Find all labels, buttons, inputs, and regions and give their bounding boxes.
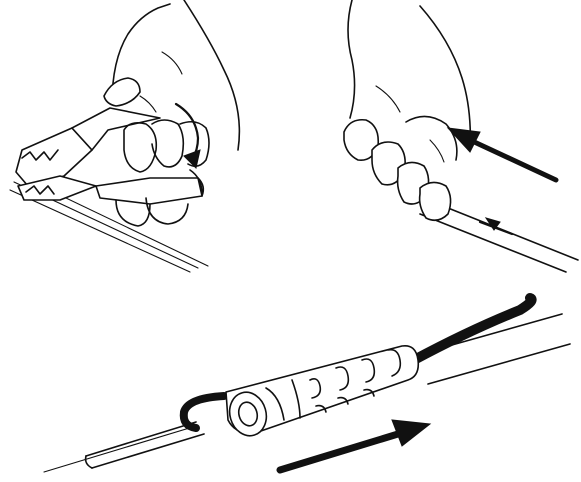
bare-wire <box>44 426 196 472</box>
panel-push-wire <box>344 0 578 272</box>
cable-loop <box>184 396 224 428</box>
slide-arrow-icon <box>280 420 430 470</box>
thumb-nail-icon <box>104 78 140 106</box>
insulated-wire-bottom <box>92 434 204 468</box>
black-cable <box>414 298 532 360</box>
rotation-arrow-icon <box>176 104 200 168</box>
connector-sleeve-icon <box>225 346 419 440</box>
insulated-wire-top <box>86 422 196 456</box>
panel-cut-wire <box>10 0 239 272</box>
hand-holding-wire <box>344 0 470 220</box>
outer-tube-bottom <box>428 344 570 384</box>
push-arrow-icon <box>448 128 556 180</box>
panel-connector <box>44 298 570 472</box>
